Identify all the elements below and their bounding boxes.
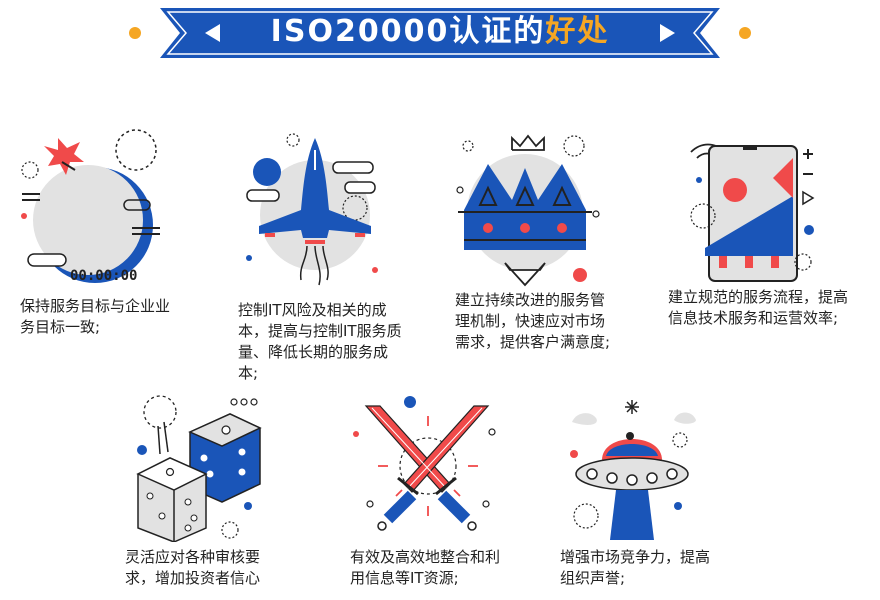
page-title: ISO20000认证的好处	[170, 6, 710, 58]
crossed-swords-icon	[353, 396, 496, 531]
banner-dot-right-icon	[739, 27, 751, 39]
benefit-text-3: 建立持续改进的服务管理机制，快速应对市场需求，提供客户满意度;	[455, 291, 611, 351]
benefit-text-5: 灵活应对各种审核要求，增加投资者信心	[125, 548, 261, 587]
benefit-text-1: 保持服务目标与企业业务目标一致;	[20, 297, 171, 336]
title-main: ISO20000认证的	[270, 14, 546, 49]
ufo-icon	[570, 400, 696, 540]
benefit-text-2: 控制IT风险及相关的成本，提高与控制IT服务质量、降低长期的服务成本;	[238, 301, 402, 382]
banner-dot-left-icon	[129, 27, 141, 39]
banner-arrow-right-icon	[660, 24, 675, 42]
title-highlight: 好处	[545, 14, 610, 49]
bomb-clock-icon: 00:00:00	[21, 129, 160, 284]
benefit-text-4: 建立规范的服务流程，提高信息技术服务和运营效率;	[668, 288, 849, 327]
rocket-shuttle-icon	[246, 133, 378, 286]
crown-icon	[456, 134, 600, 287]
dice-icon	[136, 395, 262, 542]
benefit-text-7: 增强市场竞争力，提高组织声誉;	[560, 548, 711, 587]
phone-chart-icon	[690, 143, 815, 282]
banner-arrow-left-icon	[205, 24, 220, 42]
benefit-text-6: 有效及高效地整合和利用信息等IT资源;	[350, 548, 501, 587]
clock-readout: 00:00:00	[70, 268, 137, 284]
title-banner	[129, 8, 751, 58]
